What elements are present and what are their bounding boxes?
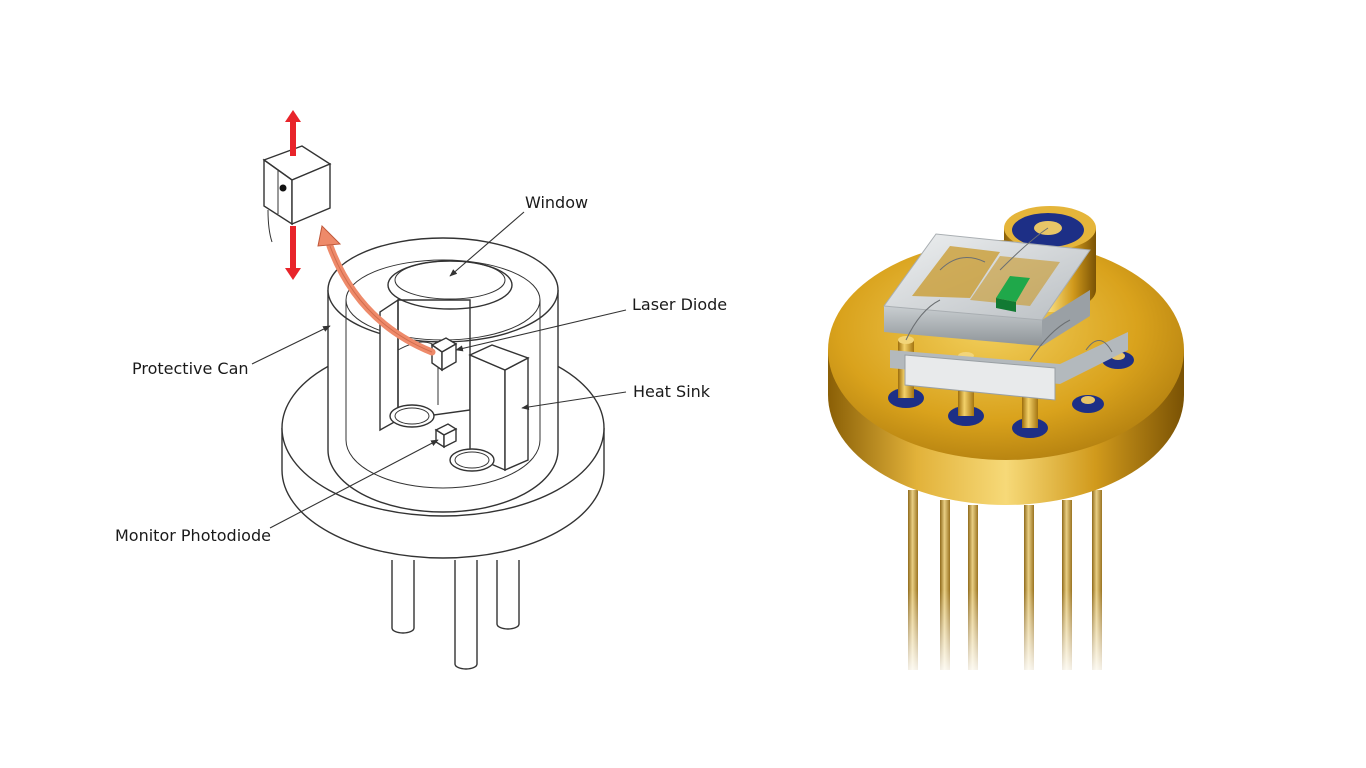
lead-hole-2 [449, 448, 495, 472]
line-diagram [262, 145, 605, 670]
rendered-pins [900, 480, 1110, 680]
label-window: Window [525, 193, 589, 212]
label-heat-sink: Heat Sink [633, 382, 711, 401]
label-protective-can: Protective Can [132, 359, 249, 378]
protective-can-top [327, 237, 559, 343]
ceramic-submount [883, 227, 1128, 401]
label-monitor-photodiode: Monitor Photodiode [115, 526, 271, 545]
label-laser-diode: Laser Diode [632, 295, 728, 314]
pins-drawing [391, 560, 520, 670]
exploded-component-cube [262, 145, 332, 243]
lift-arrow [285, 110, 301, 280]
beam-arrowhead [317, 224, 342, 247]
lead-hole-1 [389, 404, 435, 428]
rendered-to-can [828, 206, 1184, 680]
heat-sink-drawing [379, 298, 530, 472]
callout-leaders [251, 211, 627, 529]
